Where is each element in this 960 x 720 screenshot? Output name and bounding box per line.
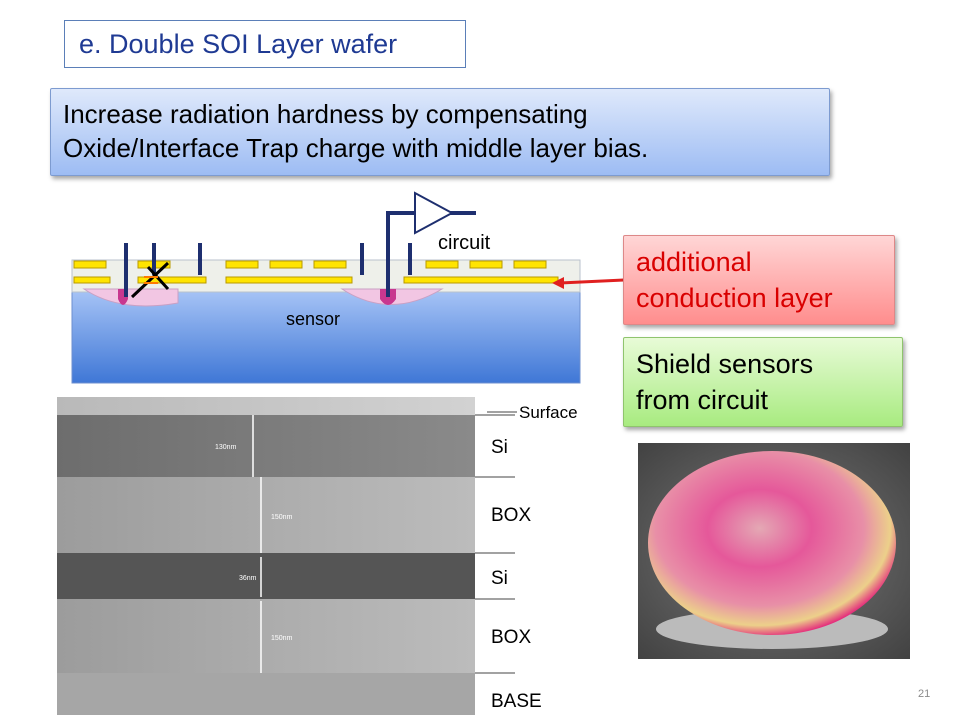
slide-title-text: e. Double SOI Layer wafer: [79, 29, 398, 59]
sem-top-region: [57, 397, 475, 415]
metal-bar: [469, 260, 503, 269]
thickness-label: 150nm: [271, 514, 293, 521]
slide-title: e. Double SOI Layer wafer: [64, 20, 466, 68]
additional-conduction-layer-callout: additional conduction layer: [623, 235, 895, 325]
layer-label-si-2: Si: [491, 568, 508, 589]
shield-sensors-callout: Shield sensors from circuit: [623, 337, 903, 427]
middle-conduction-layer: [137, 276, 207, 284]
layer-label-box-2: BOX: [491, 627, 531, 648]
radiation-hardness-callout: Increase radiation hardness by compensat…: [50, 88, 830, 176]
conduction-line-2: conduction layer: [636, 283, 833, 313]
metal-bar: [225, 260, 259, 269]
thickness-label: 150nm: [271, 635, 293, 642]
sem-cross-section-image: 130nm 150nm 36nm 150nm Surface Si BOX Si…: [57, 397, 578, 715]
metal-bar: [513, 260, 547, 269]
double-soi-cross-section: circuit sensor: [71, 191, 581, 384]
circuit-label: circuit: [438, 232, 491, 254]
layer-label-surface: Surface: [519, 403, 578, 422]
sem-si-layer-2: [57, 553, 475, 599]
layer-label-box-1: BOX: [491, 505, 531, 526]
sensor-implant-left: [82, 288, 179, 307]
sem-base-layer: [57, 673, 475, 715]
shield-line-2: from circuit: [636, 385, 769, 415]
shield-line-1: Shield sensors: [636, 349, 814, 379]
middle-conduction-layer: [403, 276, 559, 284]
conduction-line-1: additional: [636, 247, 752, 277]
thickness-label: 130nm: [215, 444, 237, 451]
thickness-label: 36nm: [239, 575, 257, 582]
sem-si-layer-1: [57, 415, 475, 477]
conduction-layer-arrow: [552, 277, 625, 289]
sem-box-layer-2: [57, 599, 475, 673]
sem-box-layer-1: [57, 477, 475, 553]
sensor-label: sensor: [286, 309, 340, 329]
middle-conduction-layer: [73, 276, 111, 284]
layer-label-si-1: Si: [491, 437, 508, 458]
page-number: 21: [918, 688, 931, 700]
wafer-photo: [638, 443, 910, 659]
radiation-hardness-line-2: Oxide/Interface Trap charge with middle …: [63, 133, 649, 163]
layer-label-base: BASE: [491, 691, 542, 712]
metal-bar: [425, 260, 459, 269]
metal-bar: [269, 260, 303, 269]
middle-conduction-layer: [225, 276, 353, 284]
circuit-buffer-icon: [414, 191, 455, 235]
wafer-disc: [648, 451, 896, 635]
radiation-hardness-line-1: Increase radiation hardness by compensat…: [63, 99, 588, 129]
capacitor-plates-icon: [144, 276, 158, 284]
metal-bar: [313, 260, 347, 269]
metal-bar: [73, 260, 107, 269]
